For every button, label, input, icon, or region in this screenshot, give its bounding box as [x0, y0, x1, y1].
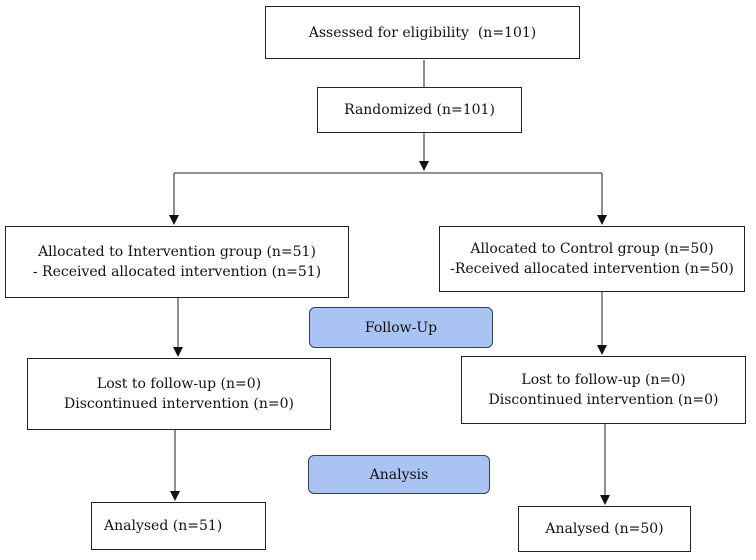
control-allocation-line2: -Received allocated intervention (n=50) — [450, 261, 734, 277]
intervention-analysed-box: Analysed (n=51) — [91, 502, 266, 550]
followup-stage-text: Follow-Up — [364, 319, 438, 336]
intervention-allocation-box: Allocated to Intervention group (n=51) -… — [5, 226, 349, 298]
intervention-allocation-line1: Allocated to Intervention group (n=51) — [38, 244, 316, 260]
intervention-followup-box: Lost to follow-up (n=0) Discontinued int… — [27, 358, 331, 430]
randomized-box: Randomized (n=101) — [317, 87, 522, 133]
intervention-allocation-line2: - Received allocated intervention (n=51) — [32, 264, 322, 280]
control-allocation-box: Allocated to Control group (n=50) -Recei… — [439, 226, 745, 292]
intervention-discontinued-text: Discontinued intervention (n=0) — [64, 396, 294, 412]
control-analysed-box: Analysed (n=50) — [518, 506, 691, 552]
followup-stage-label: Follow-Up — [309, 307, 493, 348]
control-lost-text: Lost to follow-up (n=0) — [521, 372, 686, 388]
analysis-stage-label: Analysis — [308, 455, 490, 494]
control-discontinued-text: Discontinued intervention (n=0) — [488, 392, 719, 408]
intervention-lost-text: Lost to follow-up (n=0) — [96, 376, 262, 392]
control-followup-box: Lost to follow-up (n=0) Discontinued int… — [461, 356, 746, 424]
assessed-text: Assessed for eligibility (n=101) — [308, 24, 537, 41]
control-analysed-text: Analysed (n=50) — [545, 521, 664, 537]
intervention-analysed-text: Analysed (n=51) — [104, 518, 223, 534]
assessed-box: Assessed for eligibility (n=101) — [265, 6, 580, 59]
randomized-text: Randomized (n=101) — [344, 102, 495, 118]
control-allocation-line1: Allocated to Control group (n=50) — [470, 241, 714, 257]
analysis-stage-text: Analysis — [369, 466, 429, 483]
